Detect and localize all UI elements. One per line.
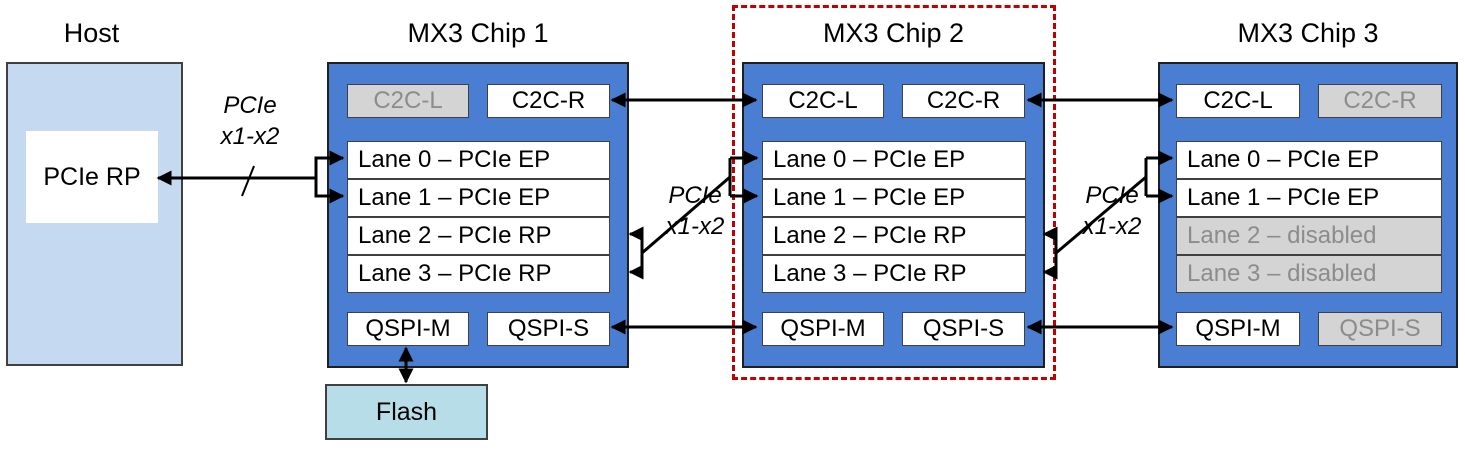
chip2-title: MX3 Chip 2: [822, 18, 965, 48]
chip1-c2c-left: C2C-L: [347, 84, 469, 118]
chip1-chip2-link-label-line2: x1-x2: [665, 213, 725, 240]
chip3-block: C2C-L C2C-R Lane 0 – PCIe EP Lane 1 – PC…: [1158, 62, 1458, 368]
chip3-lane-1: Lane 1 – PCIe EP: [1176, 179, 1442, 217]
chip1-lane-1: Lane 1 – PCIe EP: [347, 179, 610, 217]
chip3-c2c-left: C2C-L: [1176, 84, 1300, 118]
host-block: PCIe RP: [6, 62, 183, 366]
chip2-chip3-link-label-line2: x1-x2: [1082, 213, 1142, 240]
chip1-c2c-right: C2C-R: [487, 84, 610, 118]
chip2-lane-0: Lane 0 – PCIe EP: [762, 141, 1026, 179]
chip1-chip2-link-label-line1: PCIe: [668, 182, 722, 209]
host-link-label-line2: x1-x2: [220, 123, 280, 150]
chip2-lane-2: Lane 2 – PCIe RP: [762, 217, 1026, 255]
chip1-chip2-link-label: PCIe x1-x2: [645, 180, 745, 242]
chip2-qspi-slave: QSPI-S: [902, 312, 1025, 346]
chip2-highlight-frame: [732, 5, 1056, 380]
chip1-qspi-slave: QSPI-S: [487, 312, 610, 346]
host-title: Host: [63, 18, 120, 48]
chip1-lane-3: Lane 3 – PCIe RP: [347, 255, 610, 293]
chip1-lane0-branch: [308, 150, 345, 180]
chip1-lane-0: Lane 0 – PCIe EP: [347, 141, 610, 179]
chip1-block: C2C-L C2C-R Lane 0 – PCIe EP Lane 1 – PC…: [327, 62, 629, 368]
chip1-qspi-master: QSPI-M: [347, 312, 469, 346]
chip3-lane-0: Lane 0 – PCIe EP: [1176, 141, 1442, 179]
chip2-lane-1: Lane 1 – PCIe EP: [762, 179, 1026, 217]
chip3-title: MX3 Chip 3: [1237, 18, 1379, 48]
chip1-lane1-branch: [308, 176, 345, 204]
flash-block: Flash: [325, 384, 488, 440]
chip3-qspi-master: QSPI-M: [1176, 312, 1300, 346]
chip2-c2c-left: C2C-L: [762, 84, 884, 118]
chip2-block: C2C-L C2C-R Lane 0 – PCIe EP Lane 1 – PC…: [742, 62, 1045, 368]
host-link-label: PCIe x1-x2: [200, 90, 300, 152]
chip2-chip3-pcie-link: [1055, 175, 1147, 255]
chip2-qspi-master: QSPI-M: [762, 312, 884, 346]
host-link-label-line1: PCIe: [223, 92, 277, 119]
chip3-c2c-right: C2C-R: [1318, 84, 1442, 118]
chip3-lane-3: Lane 3 – disabled: [1176, 255, 1442, 293]
chip3-lane-2: Lane 2 – disabled: [1176, 217, 1442, 255]
host-link-width-slash: [241, 165, 255, 197]
chip1-chip2-pcie-link: [641, 175, 731, 255]
chip2-c2c-right: C2C-R: [902, 84, 1025, 118]
host-pcie-root-port: PCIe RP: [26, 131, 158, 223]
chip3-qspi-slave: QSPI-S: [1318, 312, 1442, 346]
chip2-lane-3: Lane 3 – PCIe RP: [762, 255, 1026, 293]
chip1-title: MX3 Chip 1: [407, 18, 549, 48]
chip1-lane-2: Lane 2 – PCIe RP: [347, 217, 610, 255]
